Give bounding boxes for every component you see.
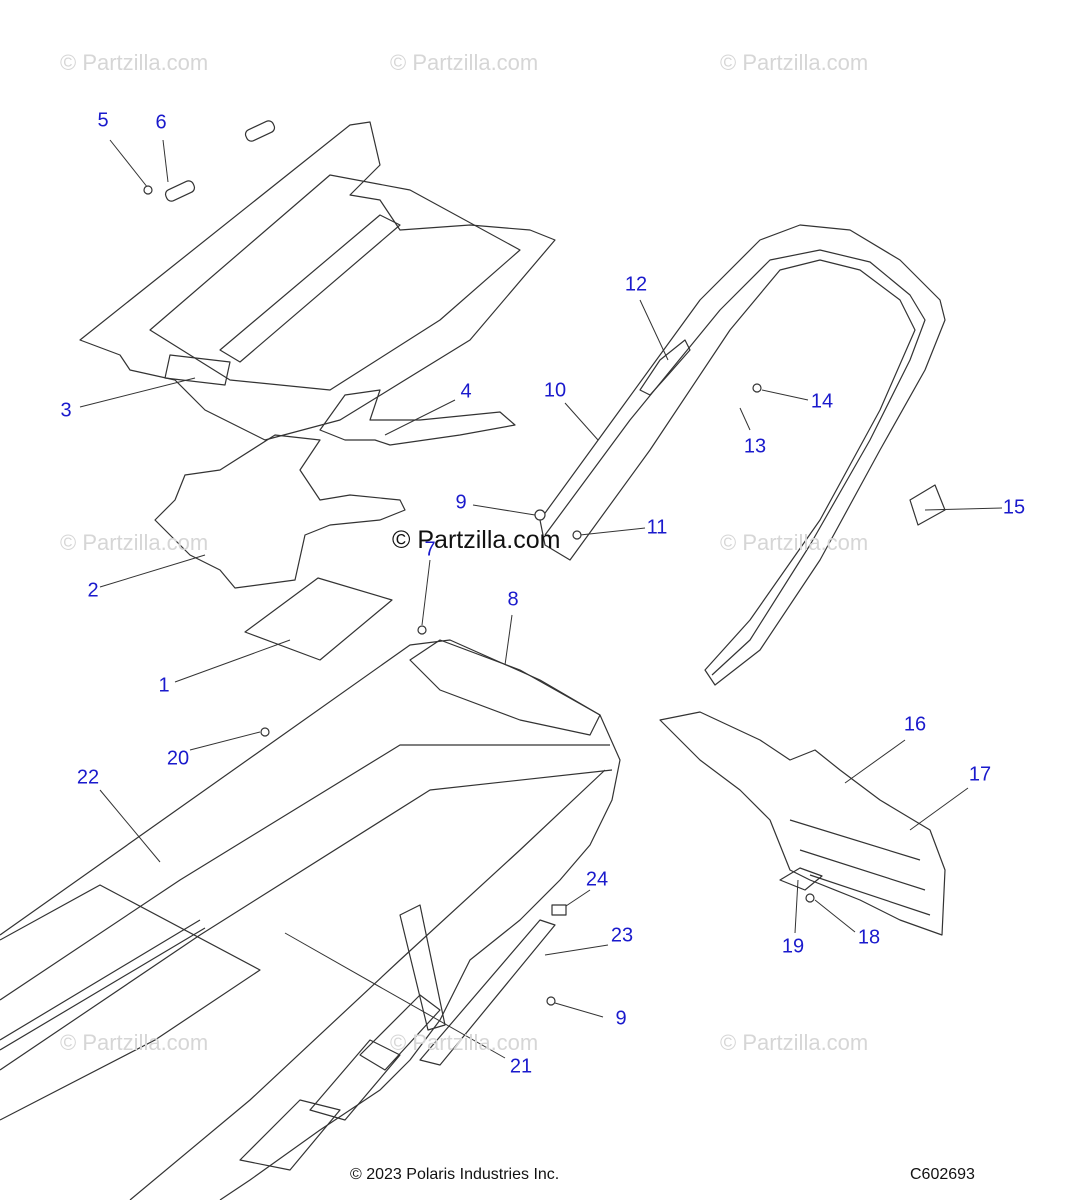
- callout-23[interactable]: 23: [610, 924, 634, 947]
- seat-base-slot: [164, 354, 231, 386]
- callout-17[interactable]: 17: [968, 763, 992, 786]
- watermark: © Partzilla.com: [720, 530, 869, 555]
- callout-8[interactable]: 8: [507, 588, 519, 611]
- watermark: © Partzilla.com: [720, 1030, 869, 1055]
- seat-base-panel: [79, 121, 556, 441]
- sheet-1: [244, 577, 393, 661]
- callout-9-upper[interactable]: 9: [455, 491, 467, 514]
- callout-10[interactable]: 10: [543, 379, 567, 402]
- tunnel-side: [129, 769, 606, 1200]
- callout-18[interactable]: 18: [857, 926, 881, 949]
- callout-22[interactable]: 22: [76, 766, 100, 789]
- callout-16[interactable]: 16: [903, 713, 927, 736]
- handle-15: [909, 484, 946, 526]
- seat-base-strip: [219, 214, 401, 363]
- callout-5[interactable]: 5: [97, 109, 109, 132]
- pad-2: [154, 434, 406, 589]
- callout-9-lower[interactable]: 9: [615, 1007, 627, 1030]
- callout-6[interactable]: 6: [155, 111, 167, 134]
- tunnel-cutouts: [239, 994, 441, 1171]
- seat-base-inner: [149, 174, 521, 391]
- callout-19[interactable]: 19: [781, 935, 805, 958]
- seat-plate-22: [0, 884, 261, 1121]
- watermark: © Partzilla.com: [60, 50, 209, 75]
- callout-13[interactable]: 13: [743, 435, 767, 458]
- watermark: © Partzilla.com: [390, 50, 539, 75]
- center-watermark: © Partzilla.com: [392, 526, 561, 554]
- watermark: © Partzilla.com: [60, 530, 209, 555]
- callout-3[interactable]: 3: [60, 399, 72, 422]
- callout-21[interactable]: 21: [509, 1055, 533, 1078]
- watermark: © Partzilla.com: [60, 1030, 209, 1055]
- callout-15[interactable]: 15: [1002, 496, 1026, 519]
- bracket-8: [409, 639, 601, 736]
- bracket-4: [319, 389, 516, 446]
- footer-copyright: © 2023 Polaris Industries Inc.: [350, 1166, 560, 1183]
- grab-rail: [539, 224, 946, 686]
- callout-14[interactable]: 14: [810, 390, 834, 413]
- tunnel-top: [0, 639, 621, 1200]
- watermark: © Partzilla.com: [720, 50, 869, 75]
- rod: [0, 919, 206, 1051]
- grab-rail-inner: [544, 249, 926, 676]
- callout-24[interactable]: 24: [585, 868, 609, 891]
- bracket-19: [779, 867, 823, 891]
- bar-23: [419, 919, 556, 1066]
- callout-20[interactable]: 20: [166, 747, 190, 770]
- strut: [399, 904, 446, 1031]
- diagram-code: C602693: [910, 1166, 975, 1183]
- callout-2[interactable]: 2: [87, 579, 99, 602]
- tunnel-edge: [0, 744, 610, 1001]
- callout-11[interactable]: 11: [646, 516, 668, 539]
- callout-12[interactable]: 12: [624, 273, 648, 296]
- callout-1[interactable]: 1: [158, 674, 170, 697]
- flap-ribs: [789, 819, 931, 916]
- flap-17: [659, 711, 946, 936]
- callout-7[interactable]: 7: [424, 538, 436, 561]
- tunnel-edge-2: [0, 769, 613, 1071]
- callout-4[interactable]: 4: [460, 380, 472, 403]
- watermark: © Partzilla.com: [390, 1030, 539, 1055]
